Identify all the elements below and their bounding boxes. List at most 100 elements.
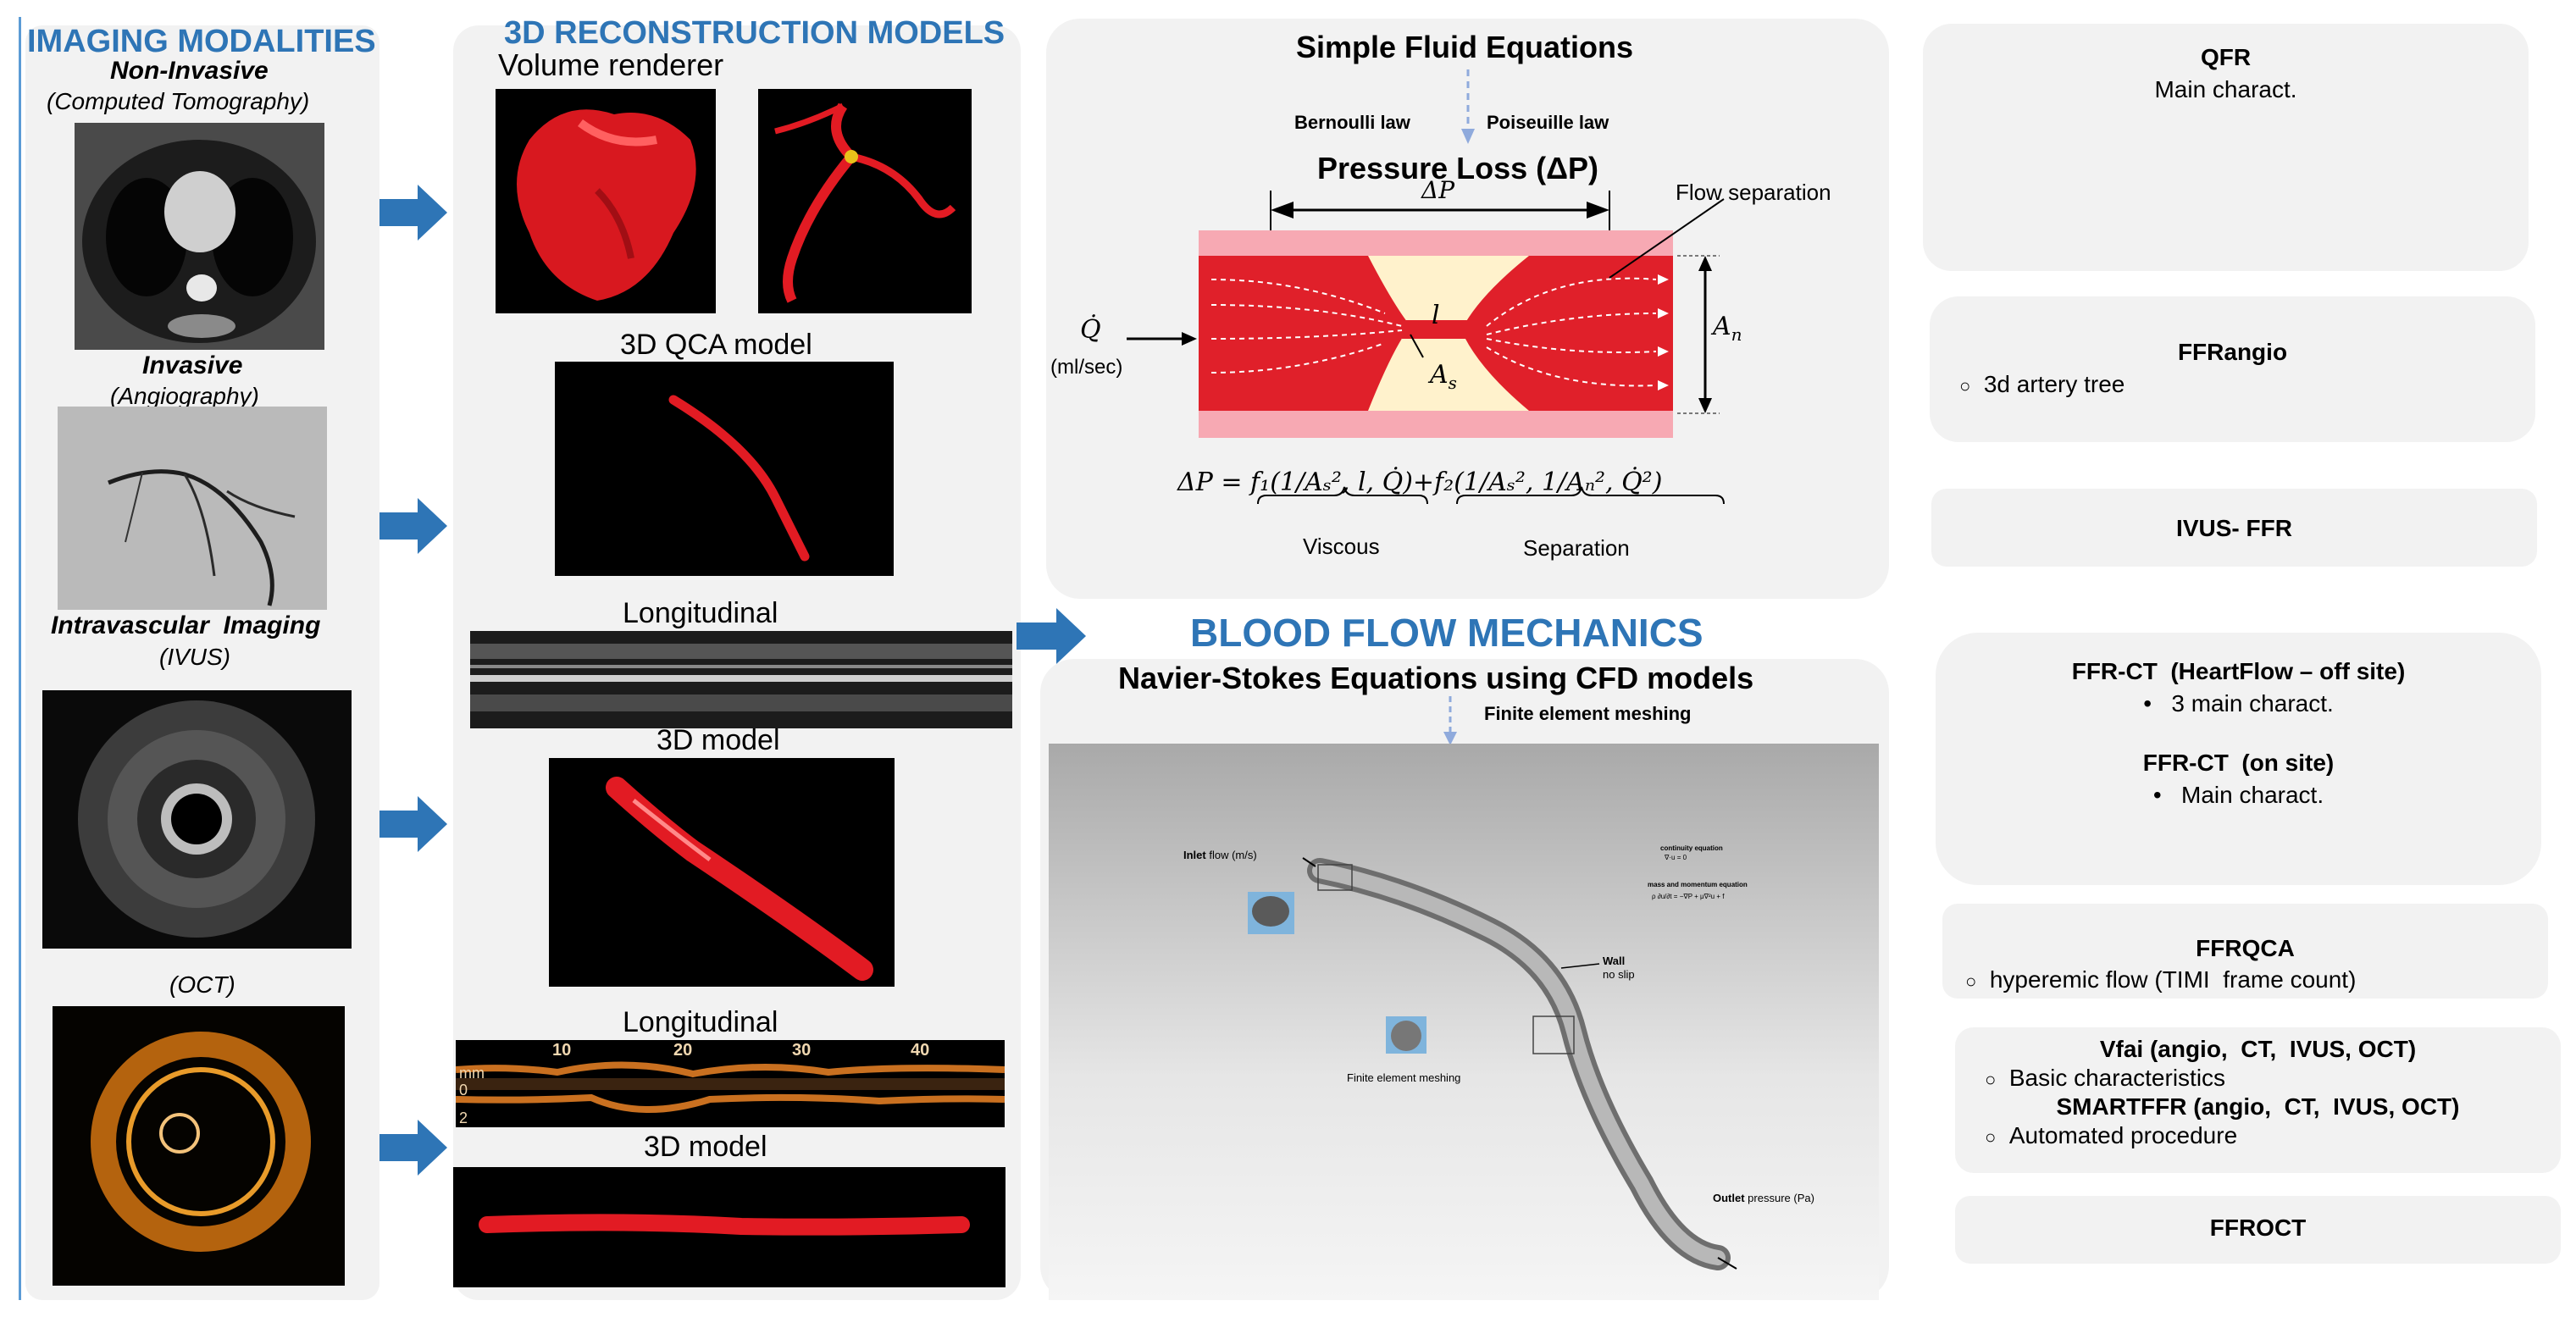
angiography-image — [58, 407, 327, 610]
vfai-bullet: ○ Basic characteristics — [1985, 1065, 2561, 1092]
arrow-angio-icon — [379, 498, 447, 554]
ffr-ct-onsite-bullet: • Main charact. — [1936, 782, 2541, 809]
bullet-dot-icon: • — [2143, 690, 2152, 717]
arrow-ivus-icon — [379, 796, 447, 852]
arrow-oct-icon — [379, 1120, 447, 1176]
mech-dashed-arrow-icon — [1443, 696, 1457, 745]
noninvasive-label: Non-Invasive — [110, 57, 269, 85]
smartffr-title: SMARTFFR (angio, CT, IVUS, OCT) — [2056, 1093, 2460, 1120]
stenosis-area-label: As — [1430, 360, 1457, 393]
ct-scan-image — [75, 123, 324, 350]
oct-tick-40: 40 — [911, 1041, 930, 1060]
ffroct-title: FFROCT — [2209, 1215, 2307, 1241]
normal-area-label: An — [1713, 312, 1742, 345]
arrow-ct-icon — [379, 185, 447, 241]
normal-area-sub: n — [1731, 324, 1742, 345]
volume-render-heart-image — [496, 89, 716, 313]
ffroct-box: FFROCT — [1955, 1196, 2561, 1264]
delta-p-label: ΔP — [1421, 176, 1455, 204]
fluid-dashed-arrow-icon — [1461, 69, 1475, 144]
ffr-ct-onsite-bullet-text: Main charact. — [2181, 782, 2324, 808]
vfai-bullet-text: Basic characteristics — [2008, 1065, 2226, 1091]
flow-unit-label: (ml/sec) — [1050, 356, 1123, 379]
longitudinal-1-label: Longitudinal — [623, 597, 778, 629]
inlet-bold: Inlet — [1183, 849, 1206, 861]
invasive-label: Invasive — [142, 351, 243, 379]
outlet-bold: Outlet — [1713, 1192, 1745, 1204]
oct-image — [53, 1006, 345, 1286]
ffr-ct-offsite-bullet: • 3 main charact. — [1936, 690, 2541, 717]
reconstruction-title: 3D RECONSTRUCTION MODELS — [504, 15, 1005, 51]
imaging-modalities-title: IMAGING MODALITIES — [27, 24, 376, 59]
ffrangio-title: FFRangio — [2177, 339, 2288, 365]
smartffr-bullet-text: Automated procedure — [2008, 1122, 2238, 1148]
ffrangio-bullet-text: 3d artery tree — [1983, 371, 2125, 397]
oct-tick-20: 20 — [673, 1041, 693, 1060]
oct-longitudinal-image — [456, 1040, 1005, 1127]
ffrqca-bullet-text: hyperemic flow (TIMI frame count) — [1989, 966, 2357, 993]
qfr-box: QFR Main charact. — [1923, 24, 2529, 271]
flow-separation-label: Flow separation — [1676, 180, 1831, 205]
ffrqca-box: FFRQCA ○ hyperemic flow (TIMI frame coun… — [1942, 904, 2548, 999]
hollow-bullet-icon: ○ — [1985, 1069, 1997, 1090]
outlet-label: Outlet pressure (Pa) — [1713, 1192, 1814, 1204]
ivus-ffr-box: IVUS- FFR — [1931, 489, 2537, 567]
oct-mm-2-label: 2 — [459, 1109, 468, 1126]
qca-model-label: 3D QCA model — [620, 329, 812, 361]
ffr-ct-box: FFR-CT (HeartFlow – off site) • 3 main c… — [1936, 633, 2541, 885]
navier-stokes-title: Navier-Stokes Equations using CFD models — [1118, 661, 1754, 695]
continuity-label: continuity equation — [1660, 844, 1723, 852]
ffrqca-title: FFRQCA — [2196, 935, 2295, 961]
volume-renderer-label: Volume renderer — [498, 47, 724, 82]
ffr-ct-offsite-bullet-text: 3 main charact. — [2171, 690, 2334, 717]
noslip-label: no slip — [1603, 968, 1635, 981]
ivus-longitudinal-image — [470, 631, 1012, 728]
stenosis-area-sub: s — [1448, 373, 1457, 393]
volume-render-vessel-image — [758, 89, 972, 313]
pressure-equation: ΔP = f₁(1/Aₛ², l, Q̇)+f₂(1/Aₛ², 1/Aₙ², Q… — [1177, 468, 1663, 497]
qca-model-image — [555, 362, 894, 576]
stenosis-area-a: A — [1430, 360, 1449, 390]
oct-mm-0-label: 0 — [459, 1082, 468, 1098]
ivus-label: (IVUS) — [159, 644, 230, 670]
viscous-label: Viscous — [1303, 534, 1380, 559]
left-border-line — [19, 17, 21, 1300]
bernoulli-label: Bernoulli law — [1294, 112, 1410, 133]
length-l-label: l — [1432, 301, 1440, 330]
smartffr-bullet: ○ Automated procedure — [1985, 1122, 2561, 1149]
momentum-label: mass and momentum equation — [1648, 881, 1748, 888]
finite-element-meshing-label: Finite element meshing — [1484, 703, 1692, 724]
separation-label: Separation — [1523, 535, 1630, 561]
flow-q-label: Q̇ — [1080, 315, 1101, 345]
qfr-sub: Main charact. — [2154, 76, 2297, 102]
ffrangio-box: FFRangio ○ 3d artery tree — [1930, 296, 2535, 442]
inlet-label: Inlet flow (m/s) — [1183, 849, 1257, 861]
vfai-smartffr-box: Vfai (angio, CT, IVUS, OCT) ○ Basic char… — [1955, 1027, 2561, 1173]
poiseuille-label: Poiseuille law — [1487, 112, 1609, 133]
arrow-to-mechanics-icon — [1017, 608, 1086, 664]
continuity-equation: ∇·u = 0 — [1665, 854, 1687, 861]
finite-element-small-label: Finite element meshing — [1347, 1071, 1461, 1084]
inlet-rest: flow (m/s) — [1205, 849, 1257, 861]
oct-3d-model-image — [453, 1167, 1005, 1287]
cfd-model-image — [1049, 744, 1879, 1300]
model-2-label: 3D model — [644, 1131, 767, 1163]
hollow-bullet-icon: ○ — [1965, 971, 1977, 992]
ivus-3d-model-image — [549, 758, 895, 987]
ffr-ct-onsite-title: FFR-CT (on site) — [2142, 750, 2335, 776]
qfr-title: QFR — [2200, 44, 2252, 70]
ivus-ffr-title: IVUS- FFR — [2176, 515, 2292, 541]
outlet-rest: pressure (Pa) — [1744, 1192, 1814, 1204]
vfai-title: Vfai (angio, CT, IVUS, OCT) — [2099, 1036, 2417, 1062]
pressure-loss-label: Pressure Loss (ΔP) — [1317, 151, 1598, 185]
ffrqca-bullet: ○ hyperemic flow (TIMI frame count) — [1965, 966, 2548, 993]
intravascular-label: Intravascular Imaging — [51, 611, 321, 639]
oct-tick-30: 30 — [792, 1041, 812, 1060]
model-1-label: 3D model — [656, 724, 780, 756]
normal-area-a: A — [1713, 312, 1731, 341]
angio-label: (Angiography) — [110, 383, 259, 409]
ffrangio-bullet: ○ 3d artery tree — [1959, 371, 2535, 398]
wall-label: Wall — [1603, 955, 1626, 967]
momentum-equation: ρ ∂u/∂t = −∇P + μ∇²u + f — [1652, 893, 1725, 900]
oct-label: (OCT) — [169, 971, 235, 998]
